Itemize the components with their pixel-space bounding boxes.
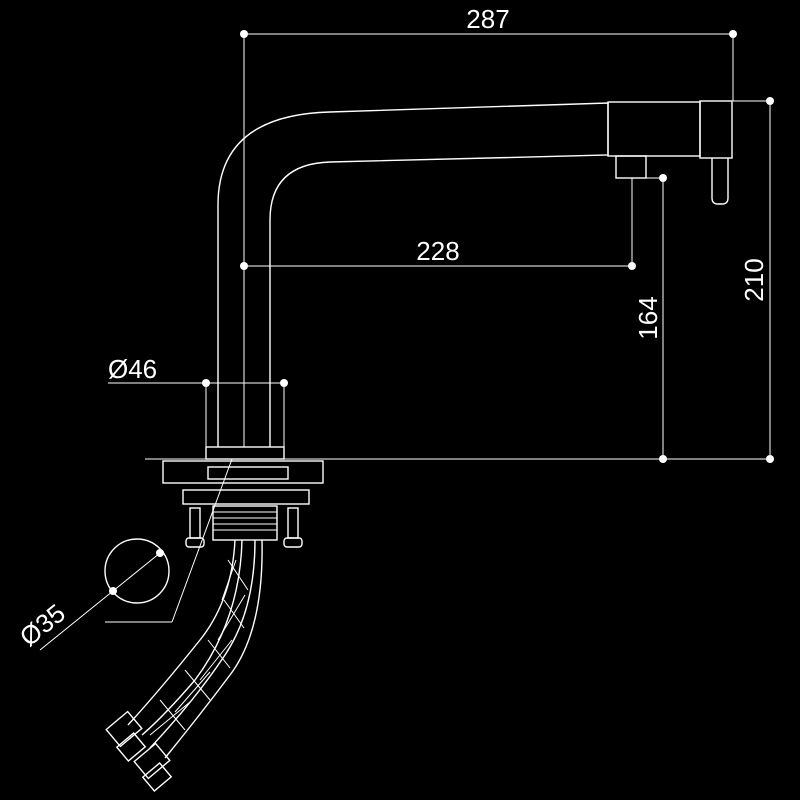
faucet-outline xyxy=(217,100,733,447)
dimension-body-diameter: Ø46 xyxy=(108,354,288,447)
supply-hoses xyxy=(105,539,263,792)
dimension-hole-diameter: Ø35 xyxy=(14,458,233,652)
faucet-base xyxy=(145,446,645,548)
dimension-hole-diameter-label: Ø35 xyxy=(14,598,71,652)
dimension-total-width: 287 xyxy=(240,4,737,447)
dimension-spout-height: 164 xyxy=(633,174,667,463)
dimension-total-width-label: 287 xyxy=(466,4,509,34)
dimension-spout-reach: 228 xyxy=(240,178,636,270)
dimension-spout-reach-label: 228 xyxy=(416,236,459,266)
dimension-total-height: 210 xyxy=(645,97,774,463)
dimension-spout-height-label: 164 xyxy=(633,296,663,339)
dimension-total-height-label: 210 xyxy=(739,258,769,301)
dimension-body-diameter-label: Ø46 xyxy=(108,354,157,384)
